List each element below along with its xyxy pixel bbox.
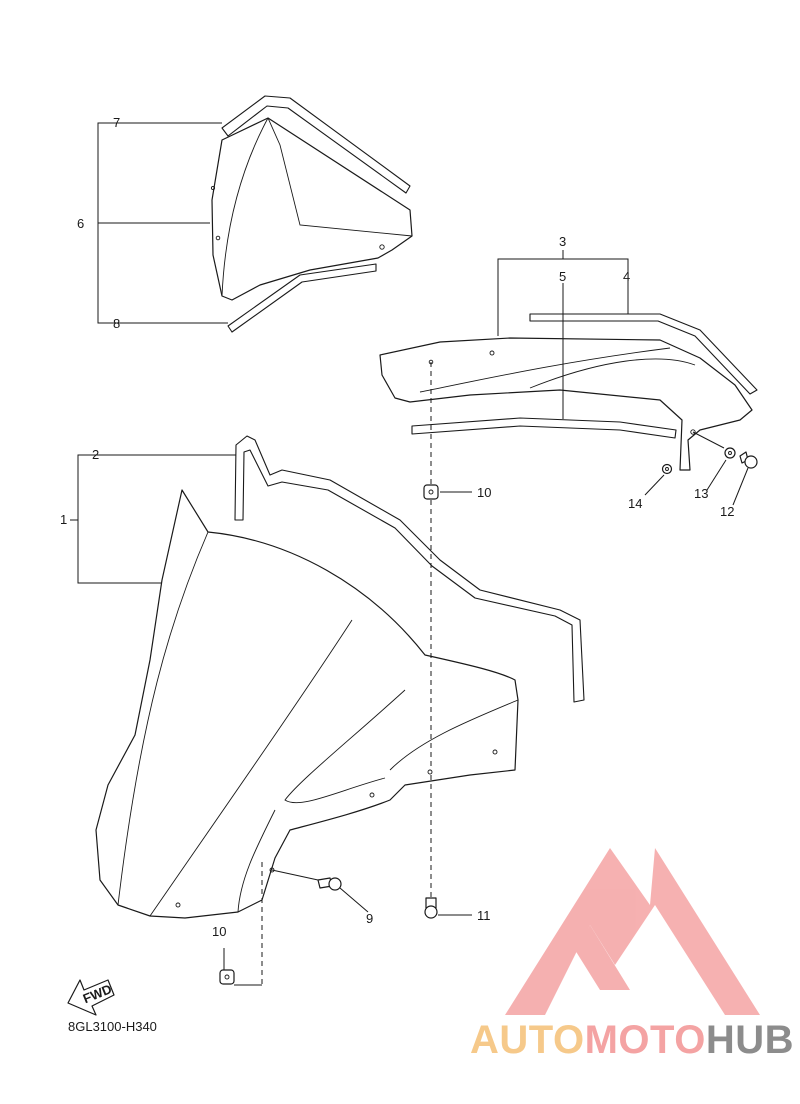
grommet-10-upper [423,484,439,500]
callout-8: 8 [113,316,120,331]
leader-13 [706,459,727,491]
callout-4: 4 [623,269,630,284]
bracket-3-4-5 [497,250,629,419]
bracket-6-7-8 [97,122,228,324]
callout-12: 12 [720,504,734,519]
watermark-part-auto: AUTO [470,1018,585,1062]
callout-11: 11 [477,908,491,923]
callout-7: 7 [113,115,120,130]
callout-2: 2 [92,447,99,462]
part-4-seal [529,313,758,395]
diagram-code: 8GL3100-H340 [68,1019,157,1034]
leader-9 [271,869,369,913]
watermark-part-hub: HUB [705,1018,795,1062]
part-1-windscreen [95,489,519,919]
leader-10-lower [223,948,262,986]
callout-3: 3 [559,234,566,249]
part-2-seal [234,435,585,703]
washer-13 [724,447,736,459]
callout-5: 5 [559,269,566,284]
callout-10-upper: 10 [477,485,491,500]
screw-9 [317,877,342,891]
watermark-logo-mark [505,848,760,1015]
fwd-arrow-icon: FWD [67,979,115,1016]
bolt-12 [739,451,758,469]
part-5-seal [411,417,677,439]
callout-13: 13 [694,486,708,501]
callout-6: 6 [77,216,84,231]
leader-13-top [692,431,725,449]
callout-10-lower: 10 [212,924,226,939]
part-7-seal [221,95,411,194]
watermark-wordmark: AUTOMOTOHUB [470,1018,794,1063]
watermark-part-moto: MOTO [584,1018,706,1062]
leader-14 [644,474,665,496]
bracket-1-2 [70,454,236,584]
grommet-10-lower [219,969,235,985]
callout-1: 1 [60,512,67,527]
part-6-panel [210,117,413,301]
screw-11 [424,897,438,919]
leader-12 [732,467,749,506]
callout-14: 14 [628,496,642,511]
nut-14 [661,463,673,475]
part-8-seal [227,263,377,333]
part-3-panel [379,337,753,471]
callout-9: 9 [366,911,373,926]
